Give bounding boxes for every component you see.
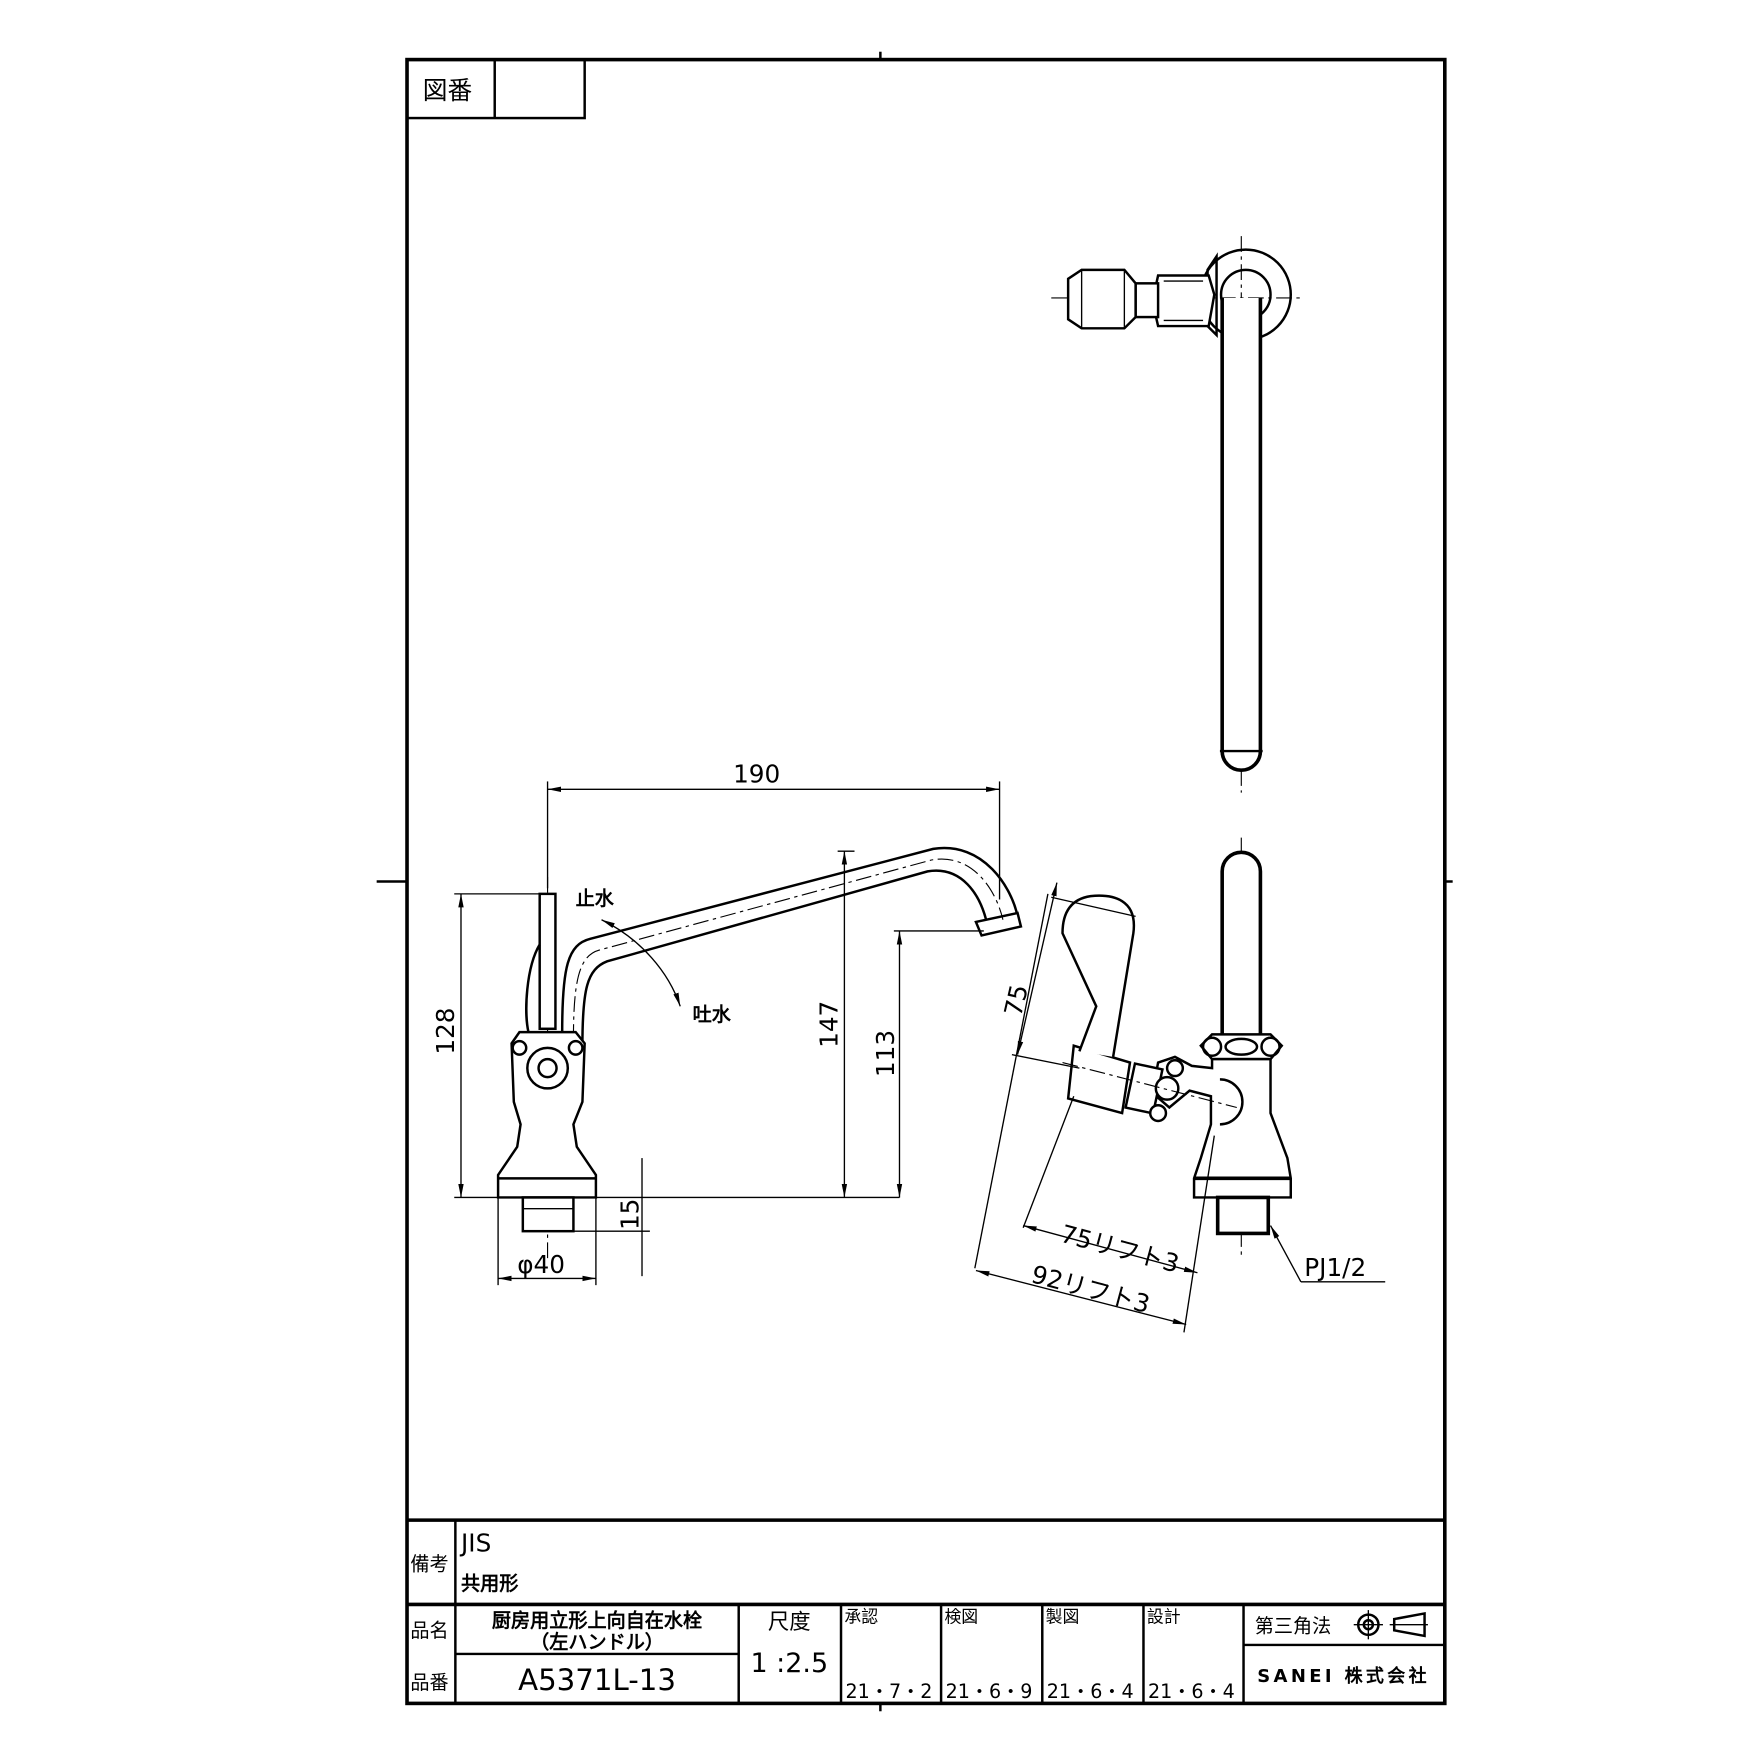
stop-water-label: 止水 xyxy=(576,887,615,910)
approved-date: 21・7・2 xyxy=(846,1680,933,1703)
product-number: A5371L-13 xyxy=(518,1663,676,1697)
discharge-water-label: 吐水 xyxy=(693,1003,732,1026)
designed-date: 21・6・4 xyxy=(1148,1680,1235,1703)
product-name-line-2: （左ハンドル） xyxy=(530,1630,664,1653)
product-name-label: 品名 xyxy=(410,1619,448,1642)
dim-outlet-height: 113 xyxy=(871,1030,900,1077)
drawing-number-box: 図番 xyxy=(405,58,586,120)
title-block: 備考 JIS 共用形 品名 厨房用立形上向自在水栓 （左ハンドル） 品番 A53… xyxy=(407,1518,1445,1704)
dim-handle-length: 75 xyxy=(999,982,1034,1019)
dim-handle-height: 128 xyxy=(431,1007,460,1054)
top-view xyxy=(1051,236,1305,793)
remarks-label: 備考 xyxy=(410,1553,448,1576)
checked-label: 検図 xyxy=(944,1606,978,1626)
approved-label: 承認 xyxy=(844,1606,878,1626)
scale-value: 1 :2.5 xyxy=(750,1648,828,1679)
third-angle-projection-icon xyxy=(1353,1610,1428,1640)
front-view-dimensions: 190 128 147 113 15 φ40 xyxy=(431,760,1001,1286)
remarks-line-1: JIS xyxy=(459,1529,491,1558)
thread-spec-label: PJ1/2 xyxy=(1304,1253,1366,1282)
dim-lift-92: 92リフト3 xyxy=(1028,1260,1153,1319)
company-name: SANEI 株式会社 xyxy=(1257,1665,1430,1687)
designed-label: 設計 xyxy=(1147,1606,1181,1626)
drawing-number-label: 図番 xyxy=(423,76,472,105)
drawing-frame xyxy=(376,51,1453,1712)
drawn-date: 21・6・4 xyxy=(1047,1680,1134,1703)
checked-date: 21・6・9 xyxy=(946,1680,1033,1703)
dim-thread-length: 15 xyxy=(616,1199,645,1230)
dim-spout-reach: 190 xyxy=(733,760,780,789)
projection-method-label: 第三角法 xyxy=(1255,1615,1331,1638)
dim-spout-height: 147 xyxy=(815,1001,844,1048)
dim-base-diameter: φ40 xyxy=(517,1250,565,1279)
drawn-label: 製図 xyxy=(1046,1606,1080,1626)
product-number-label: 品番 xyxy=(410,1671,448,1694)
side-view: 75 75リフト3 92リフト3 PJ1/2 xyxy=(974,837,1386,1333)
product-name-line-1: 厨房用立形上向自在水栓 xyxy=(492,1609,703,1632)
remarks-line-2: 共用形 xyxy=(461,1572,519,1595)
scale-label: 尺度 xyxy=(768,1610,811,1635)
